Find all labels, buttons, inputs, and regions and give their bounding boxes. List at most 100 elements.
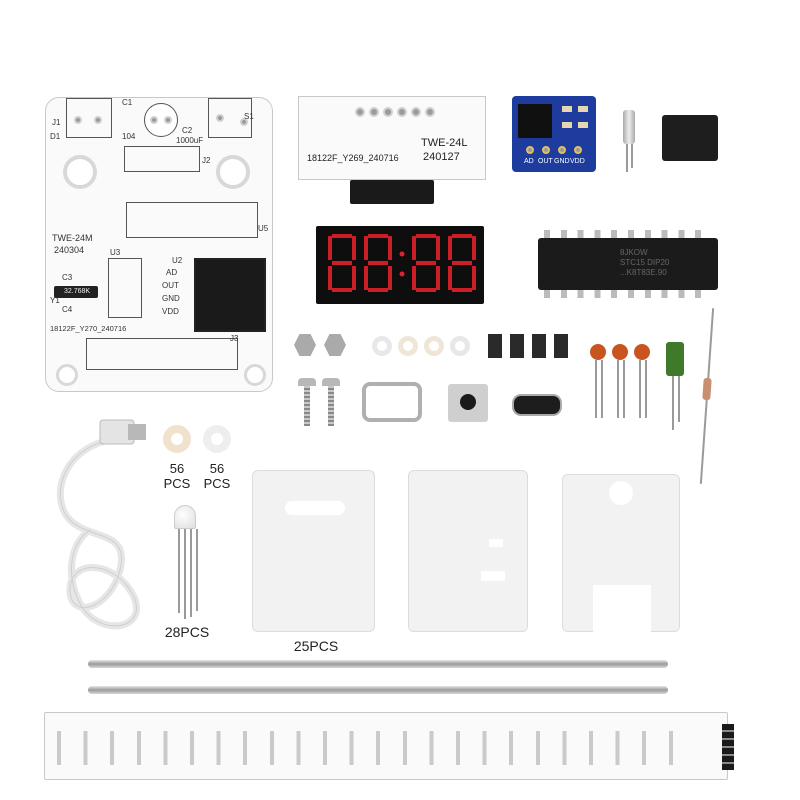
board-pin-vdd: VDD bbox=[162, 307, 179, 316]
segment bbox=[472, 266, 476, 290]
sensor-pin-gnd: GND bbox=[554, 158, 570, 165]
hex-nut bbox=[324, 334, 346, 356]
hex-nut bbox=[294, 334, 316, 356]
chip-line-3: ...K8T83E.90 bbox=[620, 268, 667, 277]
segment bbox=[368, 288, 388, 292]
sensor-pin-vdd: VDD bbox=[570, 158, 585, 165]
segment bbox=[368, 261, 388, 265]
board-label-j3: J3 bbox=[230, 334, 239, 343]
ic-8pin bbox=[662, 115, 718, 161]
chip-pins-bottom bbox=[544, 290, 712, 298]
mounting-hole bbox=[56, 364, 78, 386]
board-pin-ad: AD bbox=[166, 268, 178, 277]
washer-tan-qty: 56 PCS bbox=[163, 461, 191, 491]
segment bbox=[388, 266, 392, 290]
rgb-led bbox=[174, 505, 196, 529]
board-label-j1: J1 bbox=[52, 118, 61, 127]
led-strip-header bbox=[722, 724, 734, 770]
j2-header-footprint bbox=[124, 146, 200, 172]
mounting-hole bbox=[63, 155, 97, 189]
acrylic-plate-front bbox=[252, 470, 375, 632]
crystal-oscillator bbox=[623, 110, 635, 144]
ceramic-capacitor bbox=[590, 344, 606, 360]
resistor bbox=[702, 377, 712, 401]
segment bbox=[416, 234, 436, 238]
ceramic-capacitor bbox=[634, 344, 650, 360]
board-label-c2: C2 bbox=[182, 126, 193, 135]
mounting-hole bbox=[216, 155, 250, 189]
segment bbox=[352, 266, 356, 290]
segment bbox=[412, 266, 416, 290]
segment bbox=[364, 236, 368, 260]
usb-c-socket bbox=[512, 394, 562, 416]
metal-rod bbox=[88, 660, 668, 668]
screw bbox=[322, 378, 340, 386]
u3-footprint bbox=[108, 258, 142, 318]
main-pcb: J1 C1 104 C2 1000uF S1 D1 J2 U5 TWE-24M … bbox=[45, 97, 273, 392]
segment bbox=[452, 288, 472, 292]
segment bbox=[328, 266, 332, 290]
acrylic-plate-middle bbox=[408, 470, 528, 632]
mounting-hole bbox=[244, 364, 266, 386]
washer bbox=[398, 336, 418, 356]
display-board-date: 240127 bbox=[423, 151, 460, 163]
display-board-model: TWE-24L bbox=[421, 137, 468, 149]
board-label-capacitor: 1000uF bbox=[176, 136, 204, 145]
c2-footprint bbox=[144, 103, 178, 137]
seven-segment-digits bbox=[328, 234, 476, 292]
sensor-module: AD OUT GND VDD bbox=[512, 96, 596, 172]
ferrite-bead bbox=[510, 334, 524, 358]
u2-sensor-window bbox=[194, 258, 266, 332]
ferrite-bead bbox=[488, 334, 502, 358]
board-label-c1: C1 bbox=[122, 98, 133, 107]
segment bbox=[412, 236, 416, 260]
acrylic-plate-back bbox=[562, 474, 680, 633]
board-model: TWE-24M bbox=[52, 233, 93, 243]
washer bbox=[372, 336, 392, 356]
segment bbox=[352, 236, 356, 260]
electrolytic-capacitor bbox=[666, 342, 684, 376]
sensor-pin-ad: AD bbox=[524, 158, 534, 165]
board-crystal-label: 32.768K bbox=[64, 288, 91, 295]
ferrite-bead bbox=[532, 334, 546, 358]
display-board-code: 18122F_Y269_240716 bbox=[307, 153, 399, 163]
segment bbox=[416, 288, 436, 292]
chip-pins-top bbox=[544, 230, 712, 238]
usb-cable bbox=[56, 419, 146, 630]
washer-white bbox=[203, 425, 231, 453]
board-code: 18122F_Y270_240716 bbox=[50, 324, 127, 333]
battery-holder bbox=[362, 382, 422, 422]
led-qty: 28PCS bbox=[164, 624, 210, 640]
plate-qty: 25PCS bbox=[293, 638, 339, 654]
ferrite-bead bbox=[554, 334, 568, 358]
board-label-j2: J2 bbox=[202, 156, 211, 165]
segment bbox=[448, 236, 452, 260]
segment bbox=[416, 261, 436, 265]
board-pin-out: OUT bbox=[162, 281, 179, 290]
segment bbox=[332, 288, 352, 292]
board-date: 240304 bbox=[54, 245, 85, 255]
board-label-u2: U2 bbox=[172, 256, 183, 265]
tactile-switch bbox=[448, 384, 488, 422]
board-label-104: 104 bbox=[122, 132, 136, 141]
seven-segment-display bbox=[316, 226, 484, 304]
ceramic-capacitor bbox=[612, 344, 628, 360]
segment bbox=[452, 261, 472, 265]
segment bbox=[332, 234, 352, 238]
board-label-y1: Y1 bbox=[50, 296, 60, 305]
chip-line-1: 8JKOW bbox=[620, 248, 648, 257]
segment bbox=[436, 266, 440, 290]
led-strip-pcb bbox=[44, 712, 728, 780]
y1-crystal bbox=[54, 286, 98, 298]
display-header-pins bbox=[350, 180, 434, 204]
segment bbox=[328, 236, 332, 260]
led-strip-pads bbox=[51, 731, 691, 765]
board-pin-gnd: GND bbox=[162, 294, 180, 303]
washer-white-qty: 56 PCS bbox=[203, 461, 231, 491]
segment bbox=[448, 266, 452, 290]
metal-rod bbox=[88, 686, 668, 694]
u5-footprint bbox=[126, 202, 258, 238]
board-label-c4: C4 bbox=[62, 305, 73, 314]
chip-line-2: STC15 DIP20 bbox=[620, 258, 670, 267]
screw bbox=[298, 378, 316, 386]
